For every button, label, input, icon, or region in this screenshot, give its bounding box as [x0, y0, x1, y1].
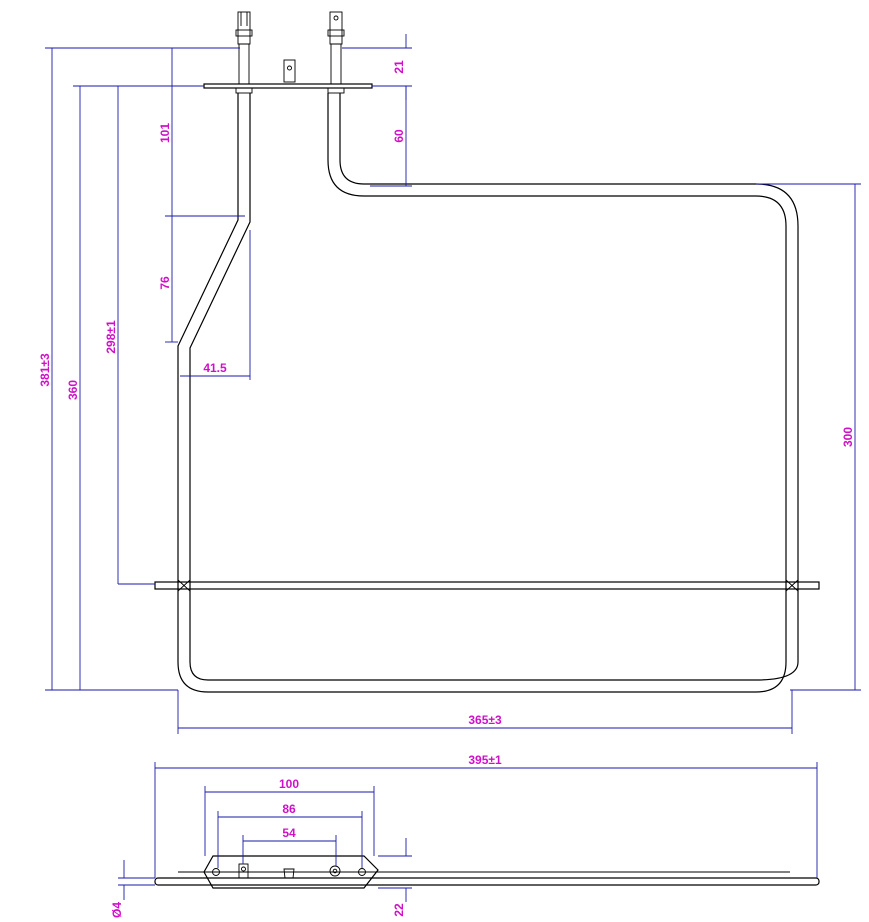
heating-tube — [177, 93, 799, 693]
dim-diameter-4: Ø4 — [110, 902, 124, 918]
dimension-lines — [45, 34, 861, 902]
dim-395: 395±1 — [468, 753, 502, 767]
dim-360: 360 — [66, 380, 80, 400]
dim-86: 86 — [282, 802, 296, 816]
mounting-plate-side — [203, 83, 373, 94]
front-view — [154, 11, 820, 693]
dim-381: 381±3 — [38, 353, 52, 387]
dimension-labels: 381±3 360 298±1 101 76 41.5 21 60 300 36… — [38, 60, 855, 918]
dim-21: 21 — [392, 60, 406, 74]
dim-41-5: 41.5 — [203, 361, 227, 375]
center-tab — [283, 59, 296, 83]
support-bracket-side — [154, 579, 820, 592]
dim-298: 298±1 — [104, 320, 118, 354]
terminal-left-top — [238, 863, 249, 879]
mounting-hole-left — [212, 868, 220, 876]
top-view — [154, 855, 820, 889]
dim-101: 101 — [158, 123, 172, 143]
mounting-plate-top — [203, 855, 379, 889]
dim-22: 22 — [392, 903, 406, 917]
dim-365: 365±3 — [468, 713, 502, 727]
mounting-hole-right — [358, 868, 366, 876]
dim-76: 76 — [158, 276, 172, 290]
dim-100: 100 — [279, 777, 299, 791]
terminal-right-top — [329, 865, 341, 877]
dim-54: 54 — [282, 826, 296, 840]
dim-60: 60 — [392, 129, 406, 143]
tab-top — [283, 868, 295, 879]
dim-300: 300 — [841, 427, 855, 447]
right-terminal — [327, 11, 345, 85]
